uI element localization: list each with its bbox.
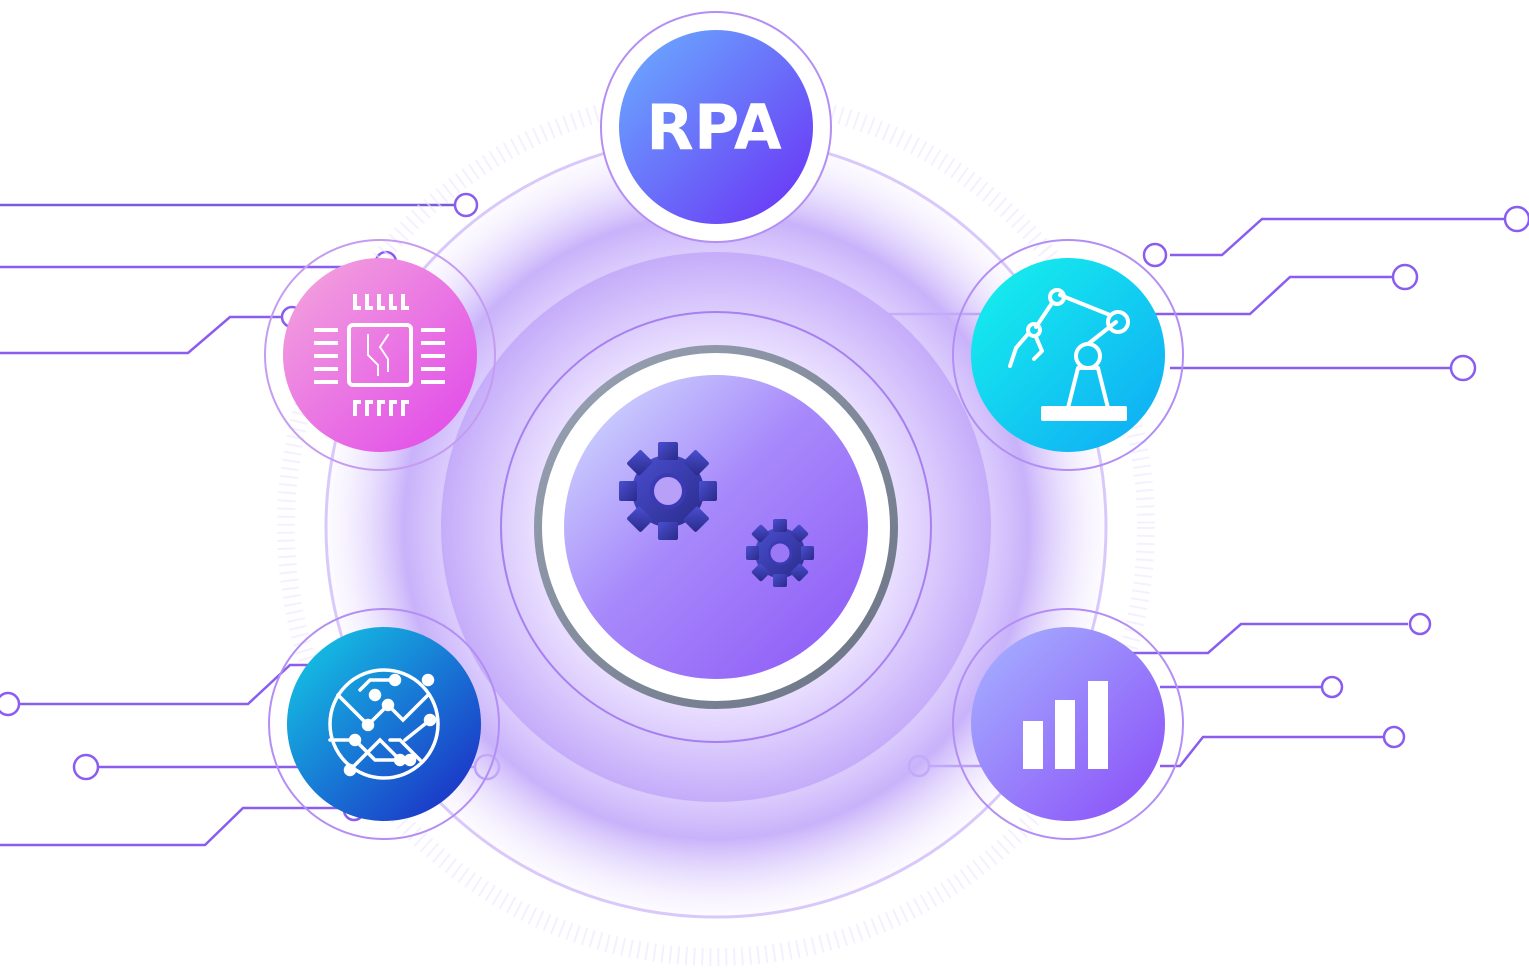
rpa-label: RPA (646, 91, 781, 164)
circuit-brain-icon (328, 668, 440, 780)
robotic-arm-icon (1008, 288, 1130, 421)
rpa-node: RPA (600, 11, 832, 243)
gears-icon (619, 442, 814, 587)
microchip-icon (314, 294, 445, 416)
analytics-node (952, 608, 1184, 840)
robotic-arm-node (952, 239, 1184, 471)
bar-chart-icon (1023, 681, 1108, 769)
circuit-brain-node (268, 608, 500, 840)
core-circle (564, 375, 868, 679)
microchip-node (264, 239, 496, 471)
central-hub (277, 88, 1155, 966)
